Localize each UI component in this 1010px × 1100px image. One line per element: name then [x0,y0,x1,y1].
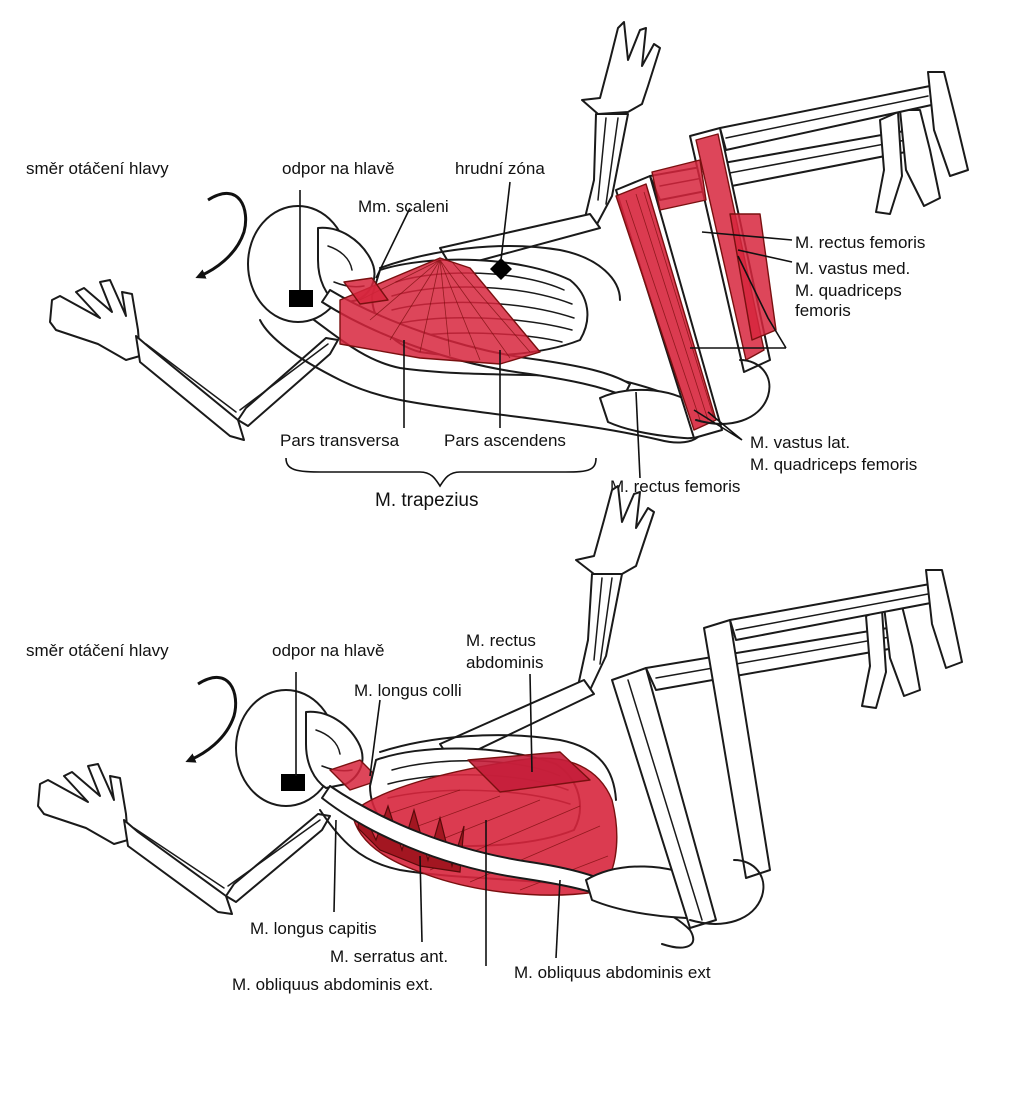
label-chest-zone: hrudní zóna [455,159,545,178]
label-rectus-femoris-upper: M. rectus femoris [795,233,925,252]
curved-arrow-icon [185,676,238,763]
label-head-rotation-bottom: směr otáčení hlavy [26,641,169,660]
square-marker-icon [289,290,313,307]
scaleni-muscle [343,277,389,305]
label-quadriceps-femoris: M. quadriceps femoris [750,455,917,474]
raised-arm-bottom [575,485,655,691]
legs-bottom [611,569,963,929]
label-rectus-femoris-lower: M. rectus femoris [610,477,740,496]
label-scaleni: Mm. scaleni [358,197,449,216]
label-quadriceps-2: femoris [795,301,851,320]
square-marker-icon [281,774,305,791]
label-head-rotation-top: směr otáčení hlavy [26,159,169,178]
diamond-marker-icon [490,258,512,280]
label-pars-transversa: Pars transversa [280,431,400,450]
label-head-resistance-bottom: odpor na hlavě [272,641,384,660]
label-rectus-abdominis-1: M. rectus [466,631,536,650]
label-vastus-lat: M. vastus lat. [750,433,850,452]
label-obliquus-ext-dot: M. obliquus abdominis ext. [232,975,433,994]
label-obliquus-ext: M. obliquus abdominis ext [514,963,711,982]
trapezius-muscle [339,257,541,365]
label-serratus-ant: M. serratus ant. [330,947,448,966]
label-rectus-abdominis-2: abdominis [466,653,544,672]
trapezius-brace [285,457,597,488]
top-panel: směr otáčení hlavy odpor na hlavě hrudní… [26,21,969,511]
label-longus-capitis: M. longus capitis [250,919,377,938]
body-outline-top [259,309,704,444]
label-head-resistance-top: odpor na hlavě [282,159,394,178]
label-vastus-med: M. vastus med. [795,259,910,278]
raised-arm-top [581,21,661,227]
left-arm-top [49,279,339,441]
legs-top [615,71,969,439]
label-quadriceps-1: M. quadriceps [795,281,902,300]
left-arm-bottom [37,763,331,915]
label-pars-ascendens: Pars ascendens [444,431,566,450]
curved-arrow-icon [195,192,248,279]
bottom-panel: směr otáčení hlavy odpor na hlavě M. rec… [26,485,963,994]
label-trapezius: M. trapezius [375,490,478,511]
label-longus-colli: M. longus colli [354,681,462,700]
